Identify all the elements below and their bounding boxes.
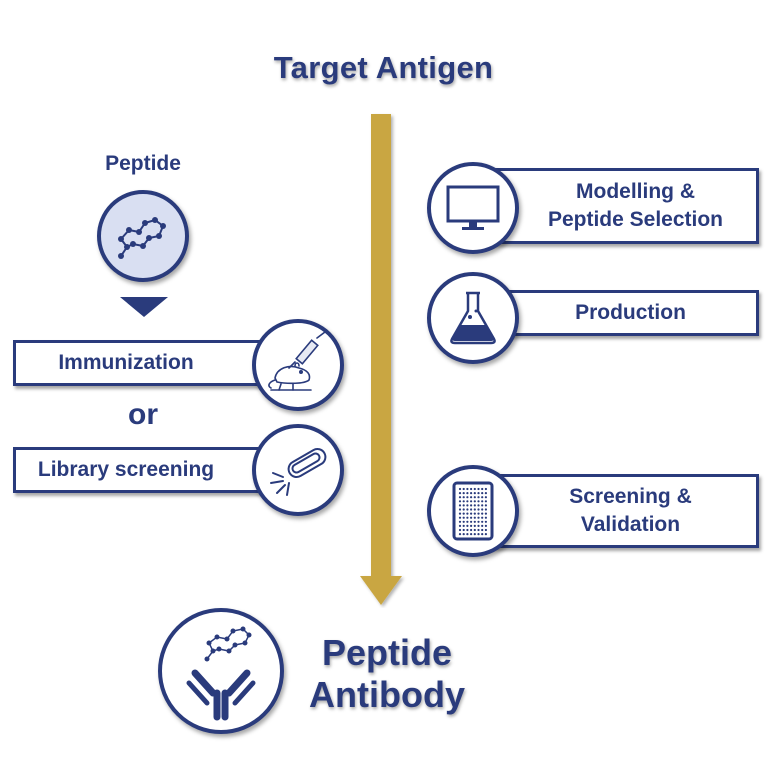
antibody-circle (158, 608, 284, 734)
triangle-down-icon (120, 297, 168, 317)
production-label: Production (575, 300, 686, 324)
modelling-box: Modelling & Peptide Selection (480, 168, 759, 244)
modelling-circle (427, 162, 519, 254)
microplate-icon (452, 481, 494, 541)
diagram-title: Target Antigen (273, 50, 494, 85)
screening-validation-circle (427, 465, 519, 557)
library-screening-circle (252, 424, 344, 516)
peptide-chain-icon (118, 217, 166, 259)
immunization-label: Immunization (58, 350, 194, 374)
production-box: Production (480, 290, 759, 336)
flask-icon (450, 291, 496, 345)
mouse-syringe-icon (268, 332, 326, 391)
library-screening-box: Library screening (13, 447, 275, 493)
result-label: Peptide Antibody (292, 632, 482, 717)
peptide-circle (97, 190, 189, 282)
result-line-1: Peptide (321, 632, 453, 673)
immunization-circle (252, 319, 344, 411)
result-line-2: Antibody (309, 674, 465, 716)
or-label: or (128, 398, 158, 431)
immunization-box: Immunization (13, 340, 275, 386)
monitor-icon (446, 185, 500, 230)
screening-validation-box: Screening & Validation (480, 474, 759, 548)
antibody-icon (186, 626, 256, 721)
phage-icon (270, 448, 327, 496)
screening-validation-label: Screening & Validation (569, 484, 692, 536)
process-arrow (360, 114, 402, 605)
library-screening-label: Library screening (37, 457, 215, 481)
modelling-label: Modelling & Peptide Selection (547, 179, 724, 231)
production-circle (427, 272, 519, 364)
peptide-label: Peptide (105, 152, 181, 175)
